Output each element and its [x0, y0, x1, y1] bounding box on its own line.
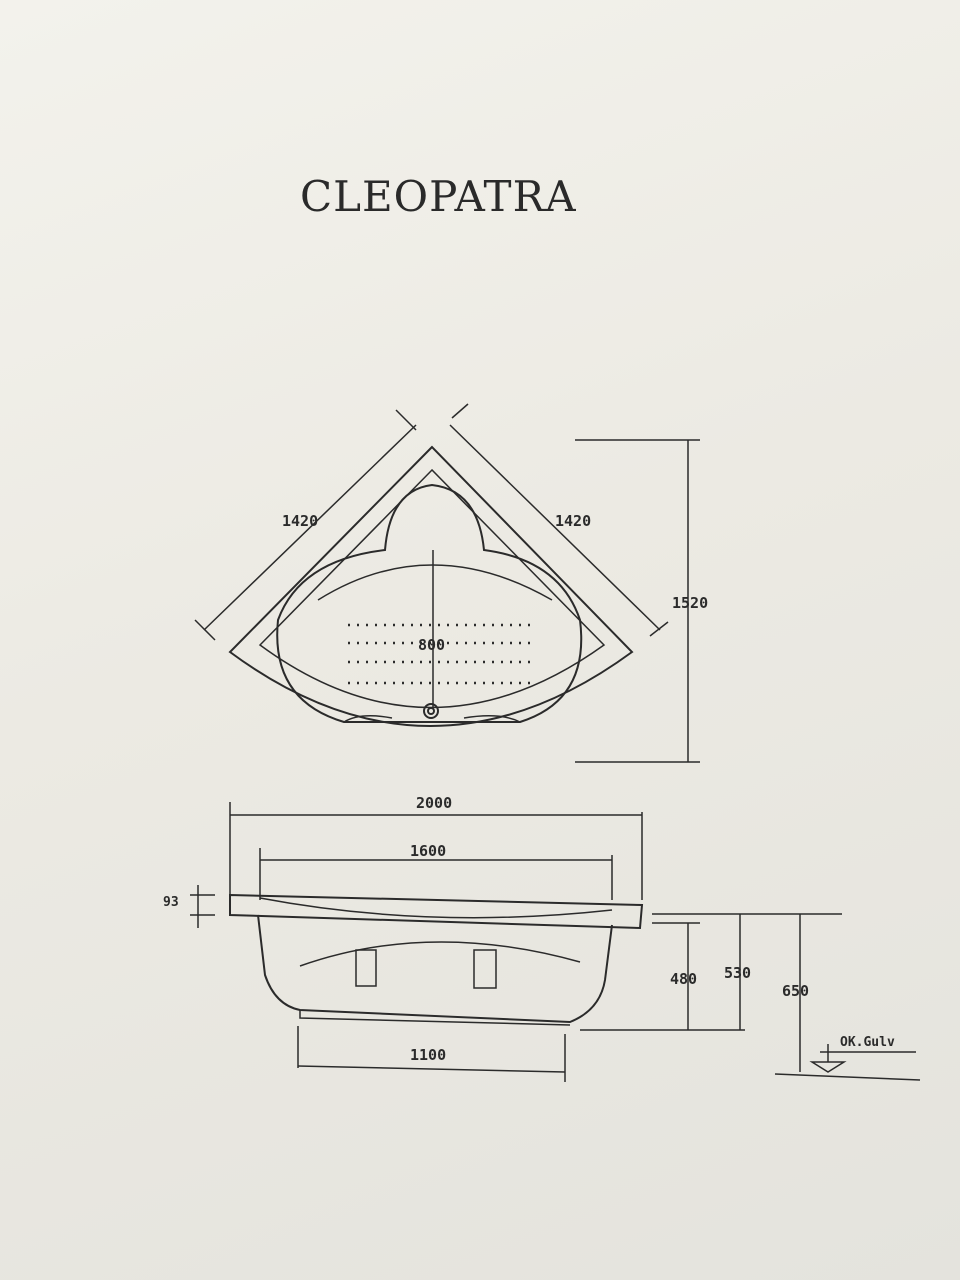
tub-inner-rim	[258, 468, 606, 709]
tub-basin	[276, 483, 583, 723]
support-leg-left	[355, 949, 377, 987]
dim-height-650-label: 650	[782, 982, 809, 1000]
dim-inner-length-label: 1600	[410, 842, 446, 860]
floor-line	[774, 1073, 921, 1081]
dim-line-left	[203, 424, 417, 631]
plan-view: 800 1420 1420 1520	[194, 403, 708, 763]
seat-curve-elevation	[299, 941, 581, 967]
dim-rim-label: 93	[163, 895, 179, 910]
drain-icon	[423, 703, 439, 719]
dim-base-label: 1100	[410, 1046, 446, 1064]
dim-depth-label: 1520	[672, 594, 708, 612]
floor-label: OK.Gulv	[840, 1035, 895, 1050]
jet-rows	[348, 623, 530, 685]
dim-height-480-label: 480	[670, 970, 697, 988]
drawing-title: CLEOPATRA	[300, 172, 577, 221]
seat-left	[343, 715, 393, 723]
dim-height-530-label: 530	[724, 964, 751, 982]
floor-marker-icon	[809, 1061, 847, 1073]
dim-inner-label: 800	[418, 636, 445, 654]
dim-side-right-label: 1420	[555, 512, 591, 530]
dim-line-right	[449, 424, 661, 631]
dim-side-left-label: 1420	[282, 512, 318, 530]
seat-right	[463, 715, 521, 723]
elevation-view: 2000 1600 93 1100	[163, 794, 921, 1082]
tub-body-elevation	[257, 914, 613, 1024]
dim-line-1100	[297, 1065, 566, 1073]
support-leg-right	[473, 949, 497, 989]
headrest	[317, 564, 553, 601]
dim-overall-label: 2000	[416, 794, 452, 812]
tub-outline-plan	[228, 445, 634, 727]
tub-rim-elevation	[229, 893, 644, 930]
